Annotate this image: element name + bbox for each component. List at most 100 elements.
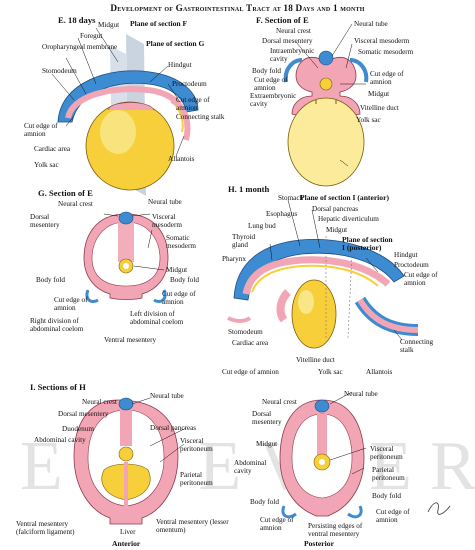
yolk-sac-f — [287, 97, 365, 187]
label-yolk-h: Yolk sac — [318, 368, 343, 376]
label-dorsal-mesentery-ip: Dorsal mesentery — [252, 410, 282, 426]
panel-i-anterior-art — [73, 397, 179, 525]
label-foregut-e: Foregut — [80, 32, 103, 40]
label-neural-tube-ia: Neural tube — [150, 392, 184, 400]
artist-signature — [427, 502, 451, 515]
label-body-fold-g2: Body fold — [170, 276, 199, 284]
label-stomach-h: Stomach — [278, 194, 304, 202]
label-oropharyngeal: Oropharyngeal membrane — [42, 43, 118, 51]
label-neural-tube-f: Neural tube — [354, 20, 388, 28]
label-allantois-h: Allantois — [366, 368, 393, 376]
label-cut-edge-g2: Cut edge of amnion — [162, 290, 196, 306]
label-lung-bud-h: Lung bud — [248, 222, 276, 230]
label-somatic-f: Somatic mesoderm — [358, 48, 414, 56]
label-extraembryonic: Extraembryonic cavity — [250, 92, 297, 108]
label-dorsal-pancreas-h: Dorsal pancreas — [312, 205, 359, 213]
label-abdominal-cavity-ia: Abdominal cavity — [34, 436, 86, 444]
label-cut-edge-e1: Cut edge of amnion — [24, 122, 58, 138]
panel-f-art — [283, 50, 369, 187]
label-cut-edge-e2: Cut edge of amnion — [176, 96, 210, 112]
page-title: Development of Gastrointestinal Tract at… — [110, 3, 365, 13]
label-yolk-f: Yolk sac — [356, 116, 381, 124]
label-midgut-ip: Midgut — [256, 440, 278, 448]
label-neural-crest-f: Neural crest — [276, 27, 311, 35]
label-dorsal-mesentery-f: Dorsal mesentery — [262, 37, 313, 45]
label-visceral-ip: Visceral peritoneum — [370, 445, 403, 461]
label-neural-crest-g: Neural crest — [58, 200, 93, 208]
label-visceral-ia: Visceral peritoneum — [180, 437, 213, 453]
caption-posterior: Posterior — [304, 539, 334, 548]
label-visceral-f: Visceral mesoderm — [354, 37, 410, 45]
label-midgut-h: Midgut — [326, 226, 348, 234]
label-persisting-edges: Persisting edges of ventral mesentery — [308, 522, 363, 538]
label-cut-edge-f1: Cut edge of amnion — [254, 76, 288, 92]
label-body-fold-ip2: Body fold — [372, 492, 401, 500]
label-plane-i-posterior: Plane of section I (posterior) — [342, 235, 393, 252]
label-vitelline-f: Vitelline duct — [360, 104, 399, 112]
label-abdominal-cavity-ip: Abdominal cavity — [234, 459, 267, 475]
label-plane-f: Plane of section F — [130, 19, 188, 28]
label-hepatic-h: Hepatic diverticulum — [318, 215, 379, 223]
label-cut-edge-ip2: Cut edge of amnion — [376, 508, 410, 524]
label-stomodeum-e: Stomodeum — [42, 67, 77, 75]
label-pharynx-h: Pharynx — [222, 255, 246, 263]
label-midgut-f: Midgut — [368, 90, 390, 98]
label-cut-edge-g1: Cut edge of amnion — [54, 296, 88, 312]
label-neural-crest-ia: Neural crest — [82, 398, 117, 406]
label-cut-edge-h2: Cut edge of amnion — [222, 368, 279, 376]
label-liver-ia: Liver — [120, 528, 136, 536]
label-plane-i-anterior: Plane of section I (anterior) — [300, 193, 389, 202]
label-vitelline-h: Vitelline duct — [296, 356, 335, 364]
label-midgut-g: Midgut — [166, 266, 188, 274]
caption-anterior: Anterior — [112, 539, 141, 548]
panel-h-heading: H. 1 month — [228, 184, 270, 194]
label-body-fold-g1: Body fold — [36, 276, 65, 284]
label-right-division: Right division of abdominal coelom — [30, 317, 84, 333]
label-connecting-stalk-e: Connecting stalk — [176, 113, 225, 121]
label-ventral-mesentery-g: Ventral mesentery — [104, 336, 157, 344]
panel-i-heading: I. Sections of H — [30, 382, 86, 392]
label-cardiac-h: Cardiac area — [232, 339, 269, 347]
label-dorsal-pancreas-ia: Dorsal pancreas — [150, 424, 197, 432]
panel-g-heading: G. Section of E — [38, 188, 93, 198]
label-ventral-falciform: Ventral mesentery (falciform ligament) — [16, 520, 75, 536]
leader-lines — [51, 23, 403, 475]
label-somatic-g: Somatic mesoderm — [166, 234, 196, 250]
label-proctodeum-h: Proctodeum — [394, 261, 429, 269]
label-dorsal-mesentery-ia: Dorsal mesentery — [58, 410, 109, 418]
panel-h-art — [227, 236, 419, 349]
label-thyroid-h: Thyroid gland — [232, 233, 256, 249]
label-parietal-ia: Parietal peritoneum — [180, 471, 213, 487]
label-hindgut-e: Hindgut — [168, 61, 192, 69]
panel-i-posterior-art — [279, 399, 365, 519]
label-yolk-e: Yolk sac — [34, 161, 59, 169]
panel-f-heading: F. Section of E — [256, 15, 309, 25]
label-duodenum-ia: Duodenum — [62, 425, 94, 433]
label-neural-tube-g: Neural tube — [148, 198, 182, 206]
label-cardiac-e: Cardiac area — [34, 145, 71, 153]
panel-e-heading: E. 18 days — [58, 15, 96, 25]
label-parietal-ip: Parietal peritoneum — [372, 466, 405, 482]
label-body-fold-f: Body fold — [252, 67, 281, 75]
label-stomodeum-h: Stomodeum — [228, 328, 263, 336]
label-dorsal-mesentery-g: Dorsal mesentery — [30, 213, 60, 229]
yolk-sac-h — [291, 279, 337, 349]
label-visceral-g: Visceral mesoderm — [152, 213, 182, 229]
label-midgut-e: Midgut — [98, 21, 120, 29]
label-left-division: Left division of abdominal coelom — [130, 310, 184, 326]
label-body-fold-ip1: Body fold — [250, 498, 279, 506]
panel-g-art — [83, 211, 169, 304]
label-intraembryonic: Intraembryonic cavity — [270, 47, 315, 63]
label-ventral-lesser: Ventral mesentery (lesser omentum) — [156, 518, 229, 534]
label-cut-edge-ip1: Cut edge of amnion — [260, 516, 294, 532]
label-connecting-stalk-h: Connecting stalk — [400, 338, 434, 354]
label-allantois-e: Allantois — [168, 155, 195, 163]
label-esophagus-h: Esophagus — [266, 210, 298, 218]
label-hindgut-h: Hindgut — [394, 251, 418, 259]
panel-e-art — [57, 34, 199, 196]
label-neural-tube-ip: Neural tube — [344, 390, 378, 398]
label-proctodeum-e: Proctodeum — [172, 80, 207, 88]
label-plane-g: Plane of section G — [146, 39, 205, 48]
